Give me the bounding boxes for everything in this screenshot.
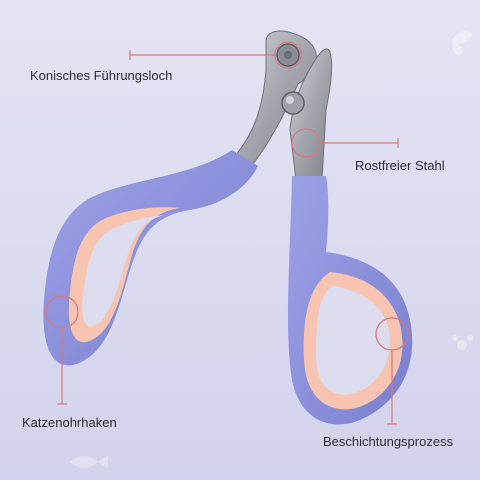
decor-butterfly-icon xyxy=(452,31,472,56)
callout-stainless-steel xyxy=(291,128,399,158)
callout-cat-ear-hook xyxy=(45,295,79,405)
callout-coating-process xyxy=(375,317,409,425)
callout-label-cat-ear-hook: Katzenohrhaken xyxy=(22,415,117,430)
left-finger-hole xyxy=(82,215,165,327)
pivot-screw xyxy=(281,91,305,115)
callout-guide-hole xyxy=(129,41,302,69)
callout-label-guide-hole: Konisches Führungsloch xyxy=(30,68,173,83)
decor-paw-icon xyxy=(452,335,473,350)
callout-label-stainless-steel: Rostfreier Stahl xyxy=(355,158,445,173)
right-finger-hole xyxy=(316,286,391,395)
decor-fish-icon xyxy=(70,455,108,469)
callout-label-coating-process: Beschichtungsprozess xyxy=(323,434,454,449)
